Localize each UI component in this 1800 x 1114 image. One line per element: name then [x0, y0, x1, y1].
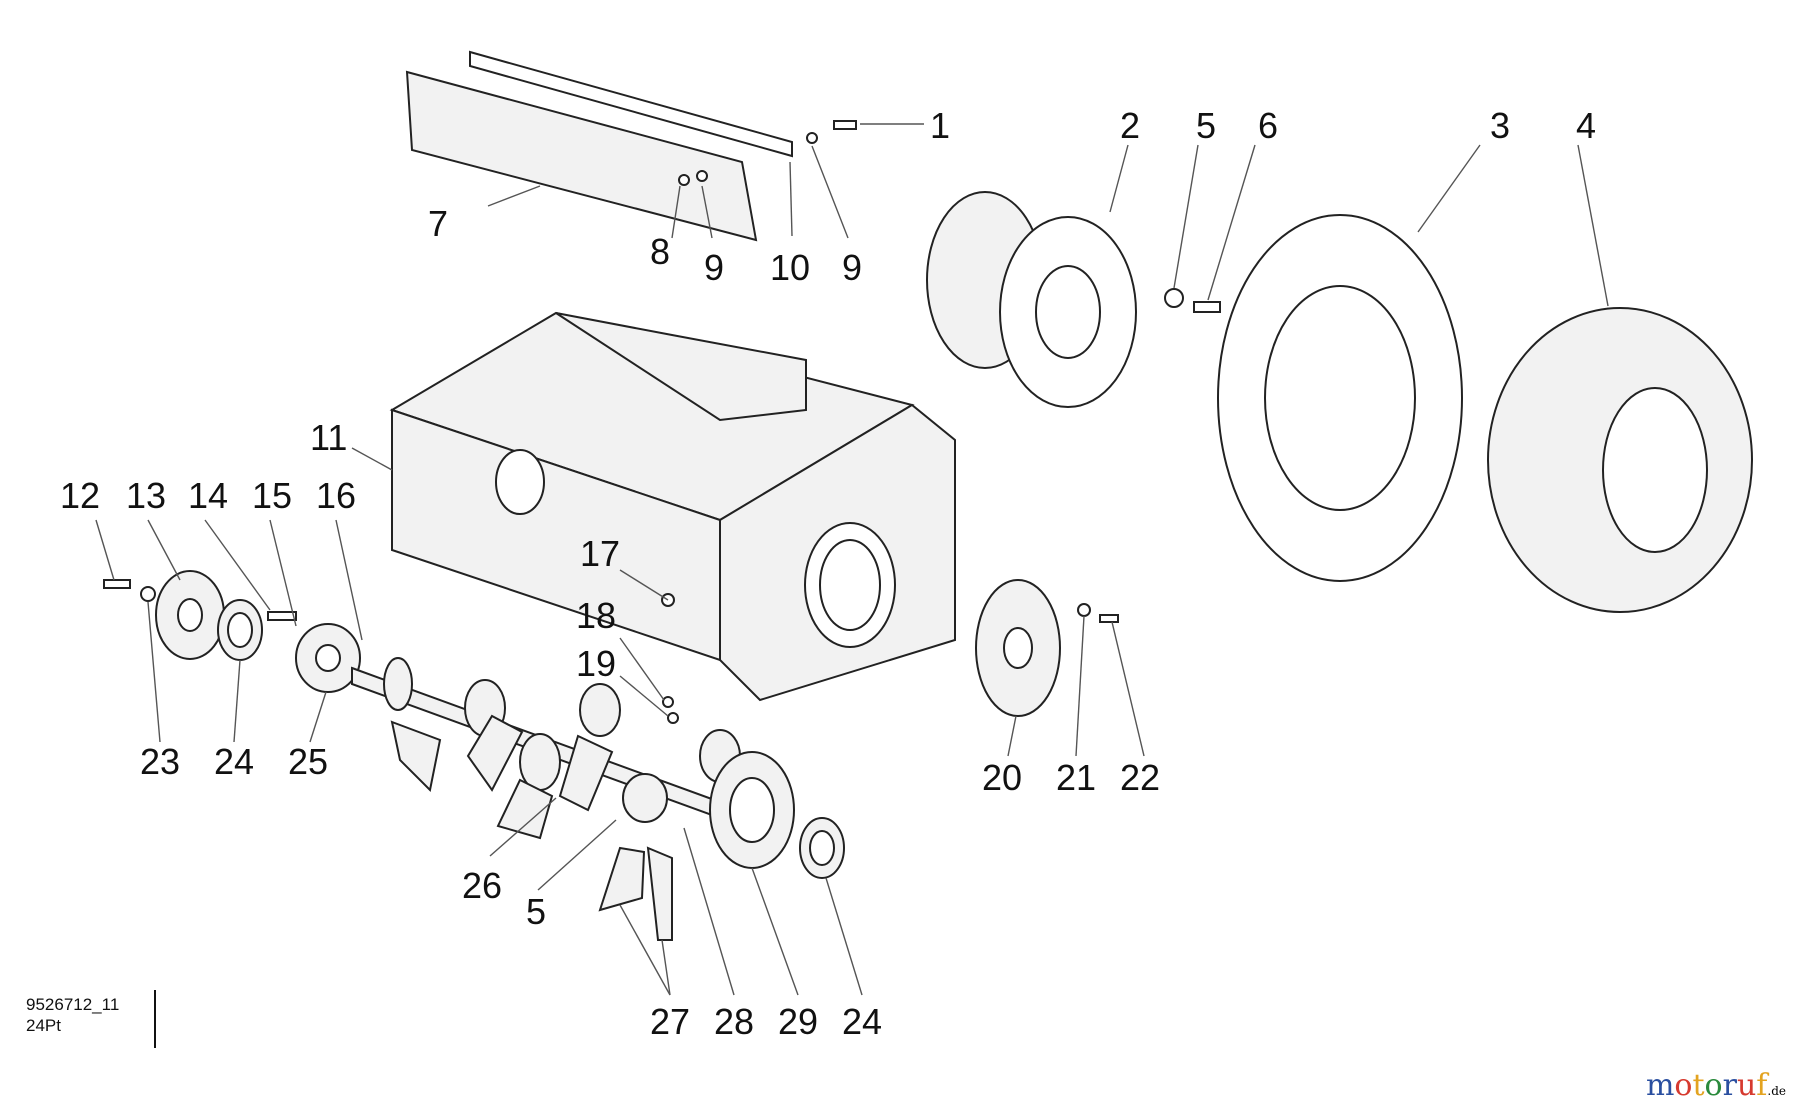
watermark-letter: r: [1722, 1068, 1737, 1103]
callout-label: 3: [1490, 105, 1510, 146]
callout-label: 14: [188, 475, 228, 516]
watermark-letter: f: [1756, 1068, 1768, 1103]
callout-label: 12: [60, 475, 100, 516]
callout-label: 8: [650, 231, 670, 272]
callout-label: 10: [770, 247, 810, 288]
tire: [1487, 307, 1753, 613]
callout-label: 28: [714, 1001, 754, 1042]
callout-label: 17: [580, 533, 620, 574]
callout-label: 7: [428, 203, 448, 244]
callout-label: 5: [526, 891, 546, 932]
callout-label: 5: [1196, 105, 1216, 146]
tiller-housing: [389, 311, 956, 702]
shield-plate: [405, 50, 793, 242]
hub-cover: [975, 579, 1061, 717]
watermark-letter: m: [1645, 1068, 1675, 1103]
left-pulley-assembly: [155, 570, 361, 693]
callout-label: 9: [704, 247, 724, 288]
callout-label: 4: [1576, 105, 1596, 146]
callout-label: 18: [576, 595, 616, 636]
watermark-letter: u: [1736, 1068, 1757, 1103]
callout-label: 20: [982, 757, 1022, 798]
callout-label: 24: [842, 1001, 882, 1042]
callout-label: 16: [316, 475, 356, 516]
leader-lines: [95, 123, 1609, 996]
callout-label: 9: [842, 247, 862, 288]
watermark-suffix: .de: [1767, 1084, 1786, 1098]
callout-label: 21: [1056, 757, 1096, 798]
callout-label: 23: [140, 741, 180, 782]
watermark-letter: t: [1692, 1068, 1705, 1103]
callout-label: 26: [462, 865, 502, 906]
callout-labels: 1 2 5 6 3 4 7 8 9 10 9 11 12 13 14 15 16…: [60, 105, 1596, 1042]
tine-shaft: [351, 657, 845, 941]
watermark-logo: motoruf.de: [1646, 1068, 1786, 1103]
callout-label: 25: [288, 741, 328, 782]
reference-divider: [154, 990, 156, 1048]
watermark-letter: o: [1704, 1068, 1723, 1103]
callout-label: 13: [126, 475, 166, 516]
callout-label: 11: [310, 417, 347, 458]
callout-label: 24: [214, 741, 254, 782]
callout-label: 19: [576, 643, 616, 684]
callout-label: 29: [778, 1001, 818, 1042]
watermark-letter: o: [1674, 1068, 1693, 1103]
callout-label: 27: [650, 1001, 690, 1042]
callout-label: 6: [1258, 105, 1278, 146]
reference-code-main: 9526712_11: [26, 995, 120, 1014]
callout-label: 2: [1120, 105, 1140, 146]
callout-label: 22: [1120, 757, 1160, 798]
callout-label: 1: [930, 105, 950, 146]
inner-tube: [1217, 214, 1463, 582]
reference-code: 9526712_11 24Pt: [26, 994, 119, 1036]
callout-label: 15: [252, 475, 292, 516]
wheel-rim: [926, 191, 1137, 408]
reference-code-sub: 24Pt: [26, 1016, 61, 1035]
